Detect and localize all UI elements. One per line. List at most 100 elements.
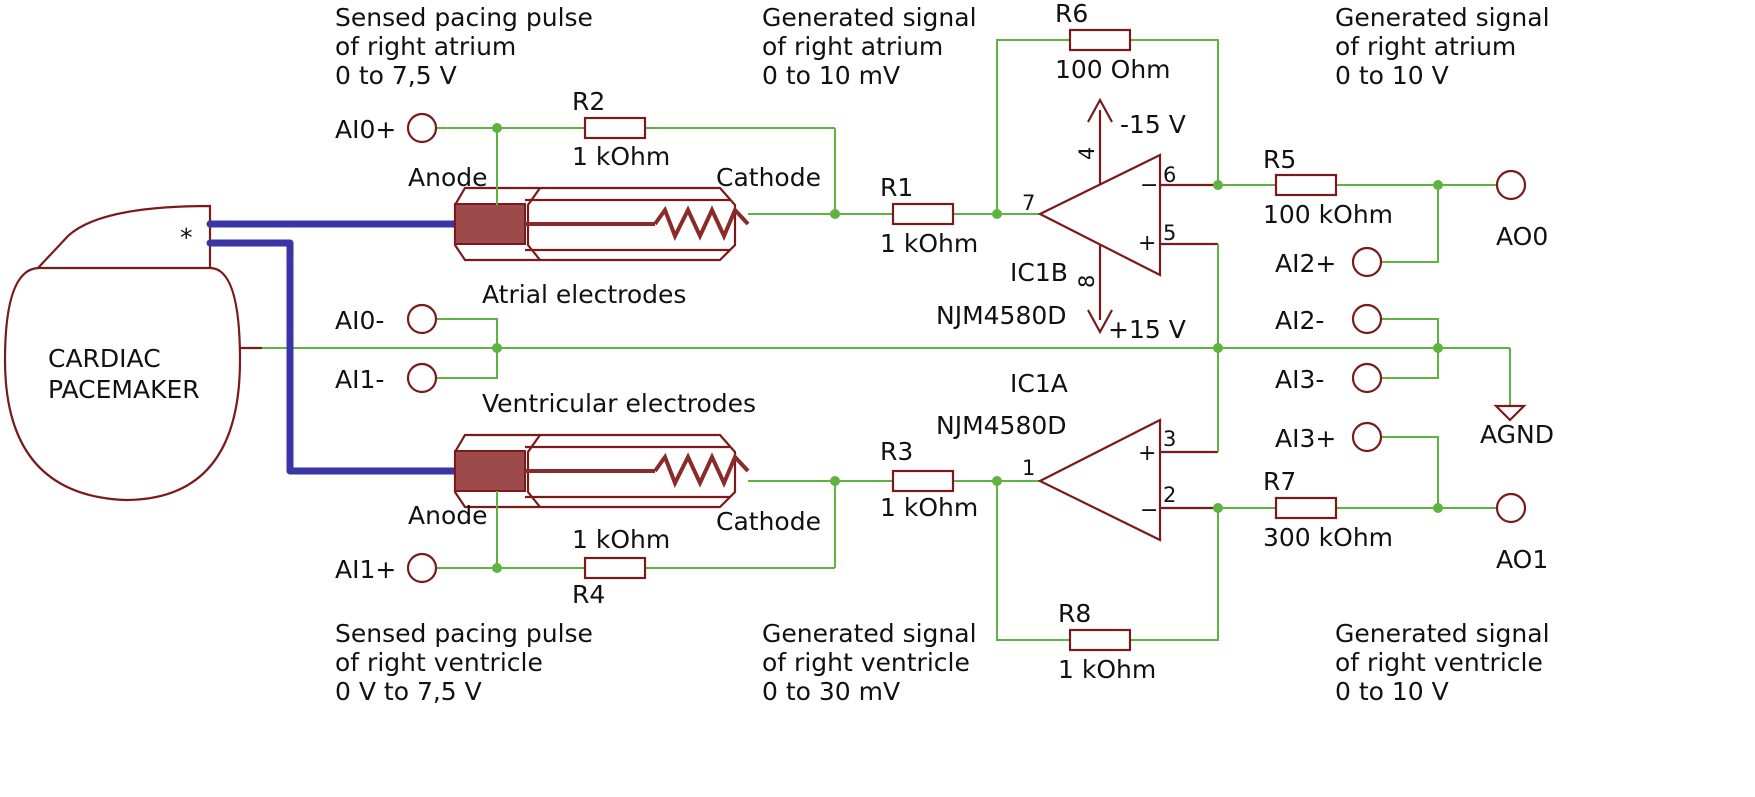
gen-atrium-mv-line1: Generated signal [762,3,977,32]
agnd-symbol [1493,404,1527,422]
label-ai3-plus: AI3+ [1275,424,1336,453]
resistor-r3 [891,469,955,493]
supply-neg: -15 V [1120,110,1186,139]
gen-ventricle-v-line3: 0 to 10 V [1335,677,1449,706]
opamp-ic1a [1037,418,1162,542]
atrial-cathode-label: Cathode [716,163,821,192]
r6-name: R6 [1055,0,1088,28]
gen-atrium-v-line3: 0 to 10 V [1335,61,1449,90]
ic1a-name: IC1A [1010,369,1068,398]
r3-value: 1 kOhm [880,493,978,522]
ic1a-pin-plus: 3 [1163,427,1176,451]
terminal-ai3-plus [1351,421,1383,453]
gen-atrium-mv-line2: of right atrium [762,32,943,61]
connector-marker: * [180,223,193,252]
terminal-ai3-minus [1351,362,1383,394]
gen-ventricle-mv-line1: Generated signal [762,619,977,648]
ventricular-cathode-label: Cathode [716,507,821,536]
label-ai0-minus: AI0- [335,306,384,335]
r1-name: R1 [880,173,913,202]
sensed-atrium-line3: 0 to 7,5 V [335,61,457,90]
sensed-atrium-line1: Sensed pacing pulse [335,3,593,32]
ventricular-anode-label: Anode [408,501,488,530]
gen-ventricle-v-line2: of right ventricle [1335,648,1543,677]
gen-ventricle-v-line1: Generated signal [1335,619,1550,648]
ic1b-name: IC1B [1010,258,1068,287]
ic1b-minus-sign: − [1140,173,1158,198]
pacemaker-label-line2: PACEMAKER [48,375,200,404]
label-ai0-plus: AI0+ [335,115,396,144]
sensed-ventricle-line3: 0 V to 7,5 V [335,677,482,706]
pacemaker-label-line1: CARDIAC [48,344,161,373]
ic1b-pin-out: 7 [1022,191,1035,215]
label-ao0: AO0 [1496,222,1548,251]
ai3plus-wire [1381,436,1439,508]
cardiac-pacemaker: CARDIAC PACEMAKER * [3,204,242,502]
resistor-r5 [1274,173,1338,197]
label-ai1-minus: AI1- [335,365,384,394]
ic1a-plus-sign: + [1138,441,1156,466]
label-ai3-minus: AI3- [1275,365,1324,394]
terminal-ao1 [1495,492,1527,524]
gen-atrium-v-line2: of right atrium [1335,32,1516,61]
terminal-ai0-plus [406,112,438,144]
terminal-ai0-minus [406,303,438,335]
r7-value: 300 kOhm [1263,523,1393,552]
gen-atrium-v-line1: Generated signal [1335,3,1550,32]
sensed-ventricle-line1: Sensed pacing pulse [335,619,593,648]
sensed-atrium-line2: of right atrium [335,32,516,61]
supply-pos: +15 V [1108,315,1186,344]
ic1a-minus-sign: − [1140,498,1158,523]
gen-atrium-mv-line3: 0 to 10 mV [762,61,900,90]
sensed-ventricle-line2: of right ventricle [335,648,543,677]
r8-feedback-wire [996,481,1219,641]
r4-name: R4 [572,580,605,609]
r5-value: 100 kOhm [1263,200,1393,229]
ic1b-pin-vpos: 8 [1075,275,1099,288]
r6-value: 100 Ohm [1055,55,1171,84]
ic1a-pin-minus: 2 [1163,483,1176,507]
r4-value: 1 kOhm [572,525,670,554]
label-ai1-plus: AI1+ [335,555,396,584]
label-agnd: AGND [1480,420,1554,449]
label-ai2-minus: AI2- [1275,306,1324,335]
gen-ventricle-mv-line2: of right ventricle [762,648,970,677]
resistor-r4 [583,556,647,580]
atrial-anode-label: Anode [408,163,488,192]
terminal-ao0 [1495,169,1527,201]
r5-name: R5 [1263,145,1296,174]
terminal-ai1-plus [406,552,438,584]
resistor-r7 [1274,496,1338,520]
ventricular-electrodes-label: Ventricular electrodes [482,389,756,418]
r8-name: R8 [1058,599,1091,628]
resistor-r2 [583,116,647,140]
atrial-electrodes-label: Atrial electrodes [482,280,686,309]
ic1a-pin-out: 1 [1022,456,1035,480]
r3-name: R3 [880,437,913,466]
ic1b-plus-sign: + [1138,231,1156,256]
terminal-ai2-minus [1351,303,1383,335]
resistor-r1 [891,202,955,226]
ic1b-part: NJM4580D [936,301,1067,330]
opamp-ic1b [1037,97,1162,335]
r2-name: R2 [572,87,605,116]
r7-name: R7 [1263,467,1296,496]
ventricular-lead-wire [206,239,459,475]
gen-ventricle-mv-line3: 0 to 30 mV [762,677,900,706]
ai2plus-wire [1381,185,1439,263]
ic1b-pin-plus: 5 [1163,221,1176,245]
ic1a-part: NJM4580D [936,411,1067,440]
ic1b-pin-vneg: 4 [1075,147,1099,160]
label-ai2-plus: AI2+ [1275,249,1336,278]
atrial-electrode [453,186,750,262]
resistor-r6 [1068,28,1132,52]
r1-value: 1 kOhm [880,229,978,258]
r8-value: 1 kOhm [1058,655,1156,684]
label-ao1: AO1 [1496,545,1548,574]
ic1b-pin-minus: 6 [1163,163,1176,187]
ventricular-electrode [453,433,750,509]
resistor-r8 [1068,628,1132,652]
r2-value: 1 kOhm [572,142,670,171]
terminal-ai1-minus [406,362,438,394]
